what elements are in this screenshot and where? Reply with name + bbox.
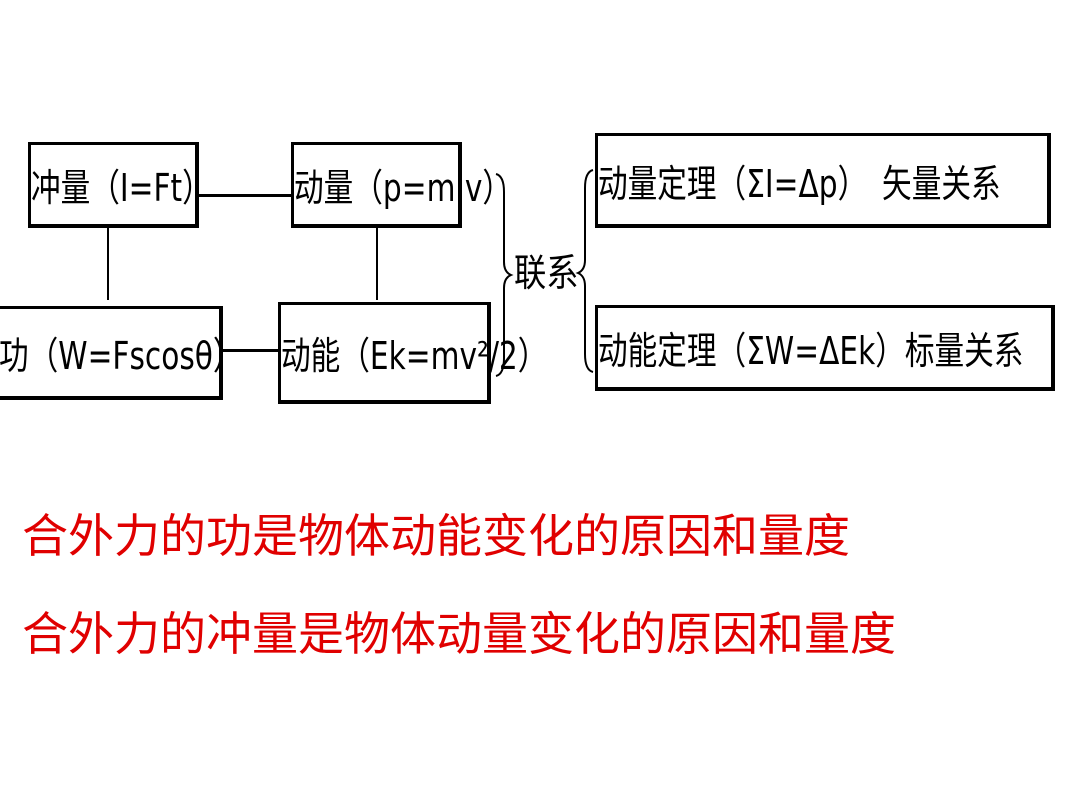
right-brace bbox=[495, 173, 514, 377]
momentum-box: 动量（p=m·v） bbox=[291, 142, 512, 228]
momentum-theorem-box: 动量定理（ΣI=Δp） 矢量关系 bbox=[595, 133, 1051, 228]
impulse-momentum-connector bbox=[198, 194, 292, 197]
relation-label: 联系 bbox=[514, 251, 579, 295]
kinetic-energy-box: 动能（Ek=mv²/2） bbox=[278, 302, 547, 404]
kinetic-energy-theorem-box: 动能定理（ΣW=ΔEk）标量关系 bbox=[595, 305, 1055, 391]
work-box: 功（W=Fscosθ） bbox=[0, 306, 243, 400]
work-kinetic-energy-connector bbox=[222, 349, 280, 352]
kinetic-energy-theorem-label: 动能定理（ΣW=ΔEk）标量关系 bbox=[598, 329, 1024, 373]
impulse-work-connector bbox=[107, 226, 109, 300]
work-statement: 合外力的功是物体动能变化的原因和量度 bbox=[22, 509, 850, 563]
impulse-label: 冲量（I=Ft） bbox=[31, 166, 212, 210]
momentum-kinetic-energy-connector bbox=[376, 226, 378, 300]
impulse-statement: 合外力的冲量是物体动量变化的原因和量度 bbox=[22, 607, 896, 661]
left-brace bbox=[575, 169, 594, 373]
work-label: 功（W=Fscosθ） bbox=[0, 334, 243, 378]
impulse-box: 冲量（I=Ft） bbox=[28, 142, 212, 228]
momentum-label: 动量（p=m·v） bbox=[294, 166, 513, 210]
momentum-theorem-label: 动量定理（ΣI=Δp） 矢量关系 bbox=[598, 161, 1001, 206]
